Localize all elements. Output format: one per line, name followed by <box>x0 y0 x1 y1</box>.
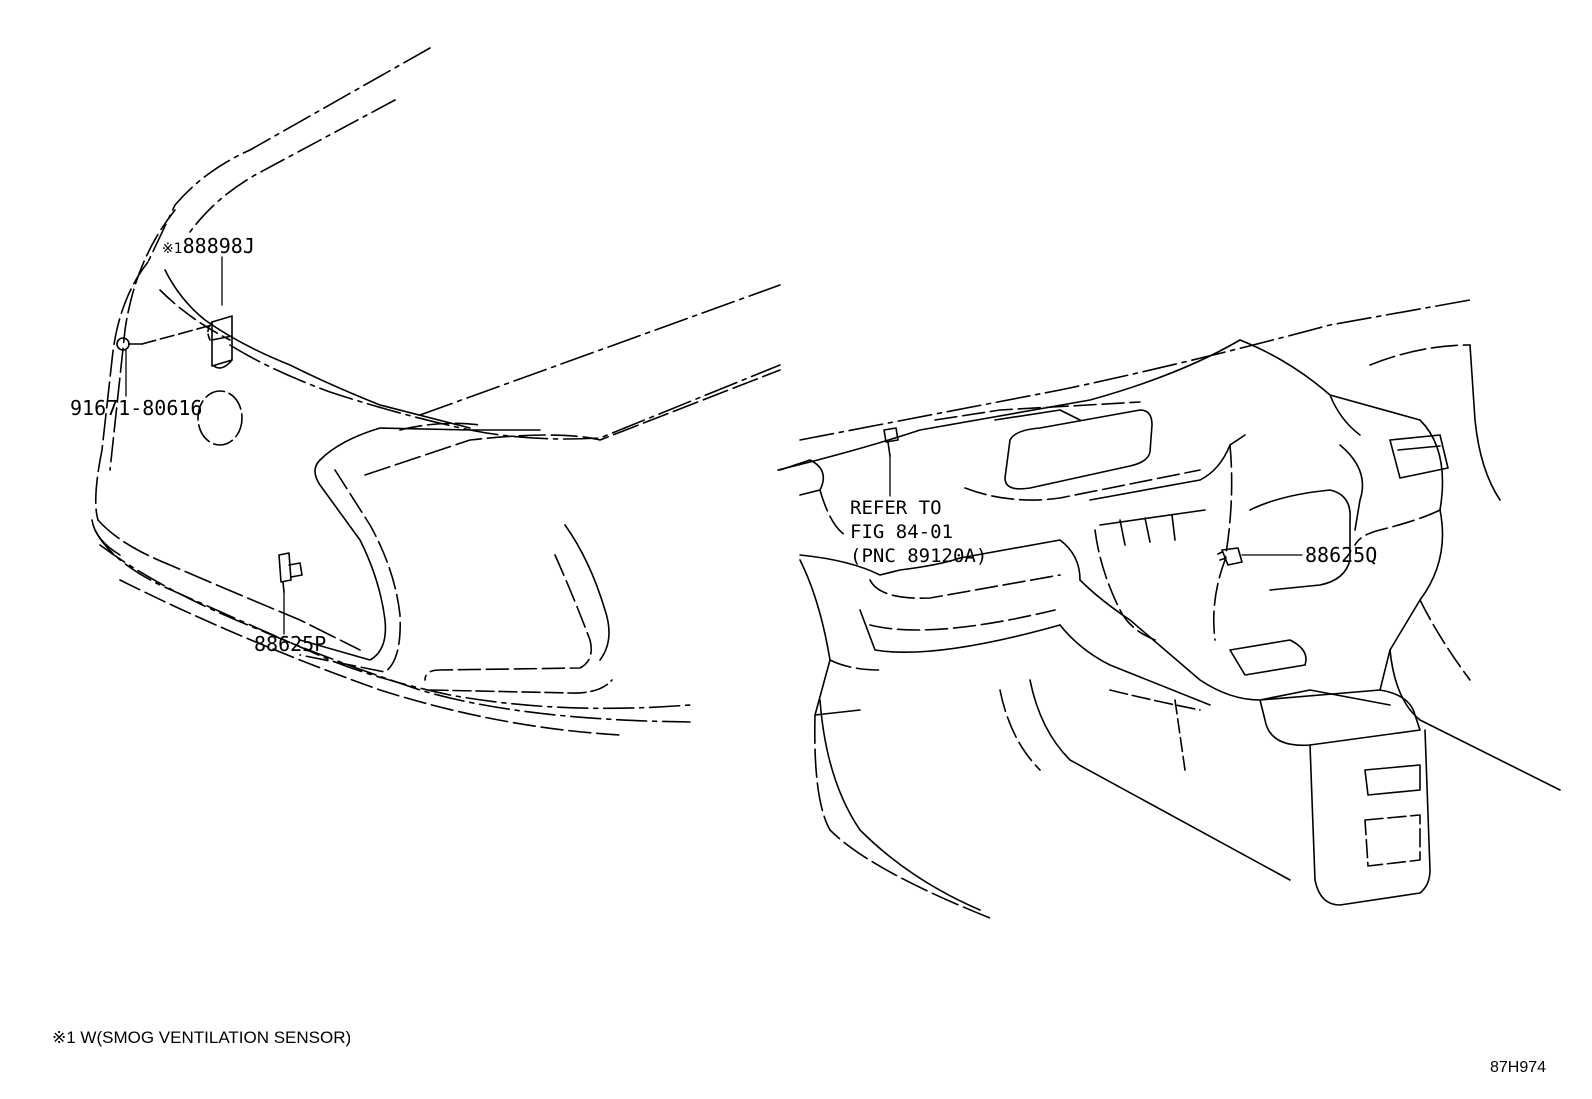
callout-88625P: 88625P <box>254 632 327 656</box>
front-bumper-drawing <box>91 47 781 736</box>
refer-to-note: REFER TO FIG 84-01 (PNC 89120A) <box>850 497 988 567</box>
dashboard-drawing <box>777 299 1561 919</box>
figure-code: 87H974 <box>1490 1059 1547 1076</box>
callout-88625Q: 88625Q <box>1305 543 1378 567</box>
leader-lines-left <box>125 256 285 635</box>
footnote: ※1 W(SMOG VENTILATION SENSOR) <box>52 1028 352 1047</box>
leader-lines-right <box>889 455 1303 556</box>
footnote-marker: ※1 <box>162 241 183 257</box>
callout-91671-80616: 91671-80616 <box>70 396 203 420</box>
callout-88898J: ※188898J <box>162 234 255 258</box>
